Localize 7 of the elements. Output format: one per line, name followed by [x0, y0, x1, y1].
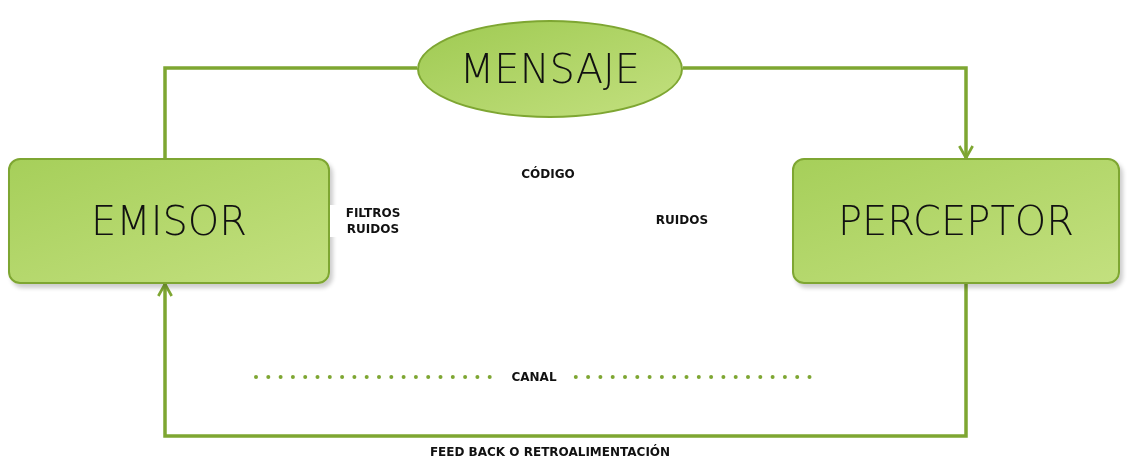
- process-box: [792, 158, 1120, 284]
- node-label: PERCEPTOR: [837, 198, 1075, 244]
- connector-arrow: [683, 66, 974, 160]
- process-box: [8, 158, 330, 284]
- node-label: MENSAJE: [459, 46, 641, 92]
- connector-arrow: [157, 282, 968, 438]
- node-label: EMISOR: [90, 198, 248, 244]
